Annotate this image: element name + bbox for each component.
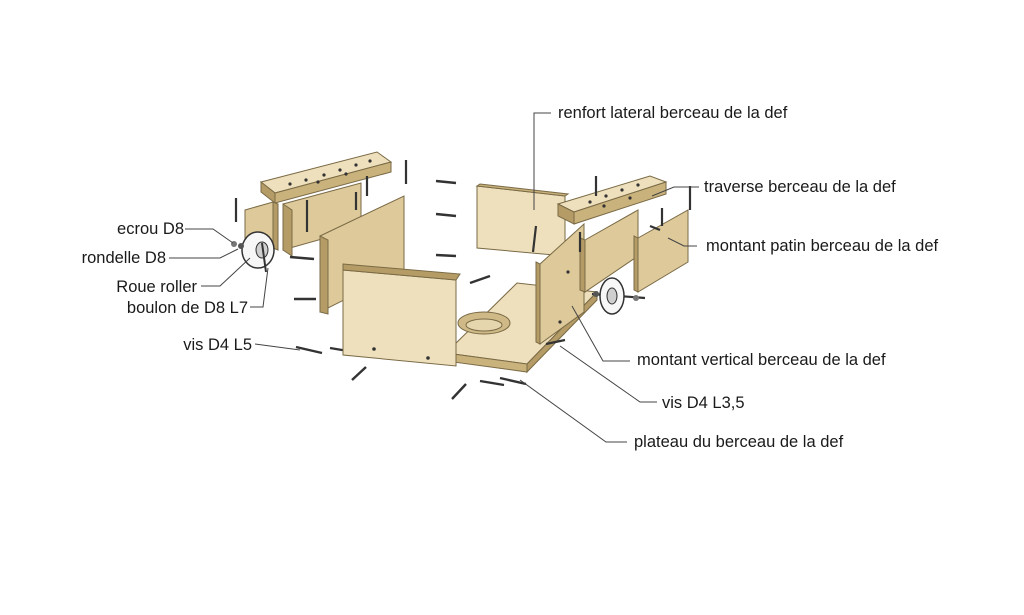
center-screws: [435, 179, 527, 400]
right-traverse: [556, 175, 668, 225]
right-renfort: [475, 183, 570, 257]
label-rondelle: rondelle D8: [81, 249, 166, 267]
right-bolts: [545, 176, 692, 346]
left-roller-wheel: [231, 231, 275, 273]
label-renfort-lateral: renfort lateral berceau de la def: [558, 104, 788, 122]
right-roller-wheel: [591, 277, 646, 315]
right-montant-patin: [633, 209, 689, 293]
right-montant-vertical: [535, 222, 585, 345]
front-montant-vertical: [342, 263, 461, 367]
label-plateau: plateau du berceau de la def: [634, 433, 844, 451]
leader-lines: [169, 112, 699, 443]
label-roue-roller: Roue roller: [116, 278, 197, 296]
label-boulon: boulon de D8 L7: [126, 299, 248, 317]
left-montant-vertical: [319, 195, 405, 315]
label-montant-vertical: montant vertical berceau de la def: [637, 351, 886, 369]
left-bolts: [234, 160, 408, 232]
label-montant-patin: montant patin berceau de la def: [706, 237, 939, 255]
label-traverse: traverse berceau de la def: [704, 178, 896, 196]
label-ecrou: ecrou D8: [117, 220, 184, 238]
left-traverse: [259, 151, 393, 205]
label-vis-l35: vis D4 L3,5: [662, 394, 745, 412]
label-vis-l5: vis D4 L5: [183, 336, 252, 354]
